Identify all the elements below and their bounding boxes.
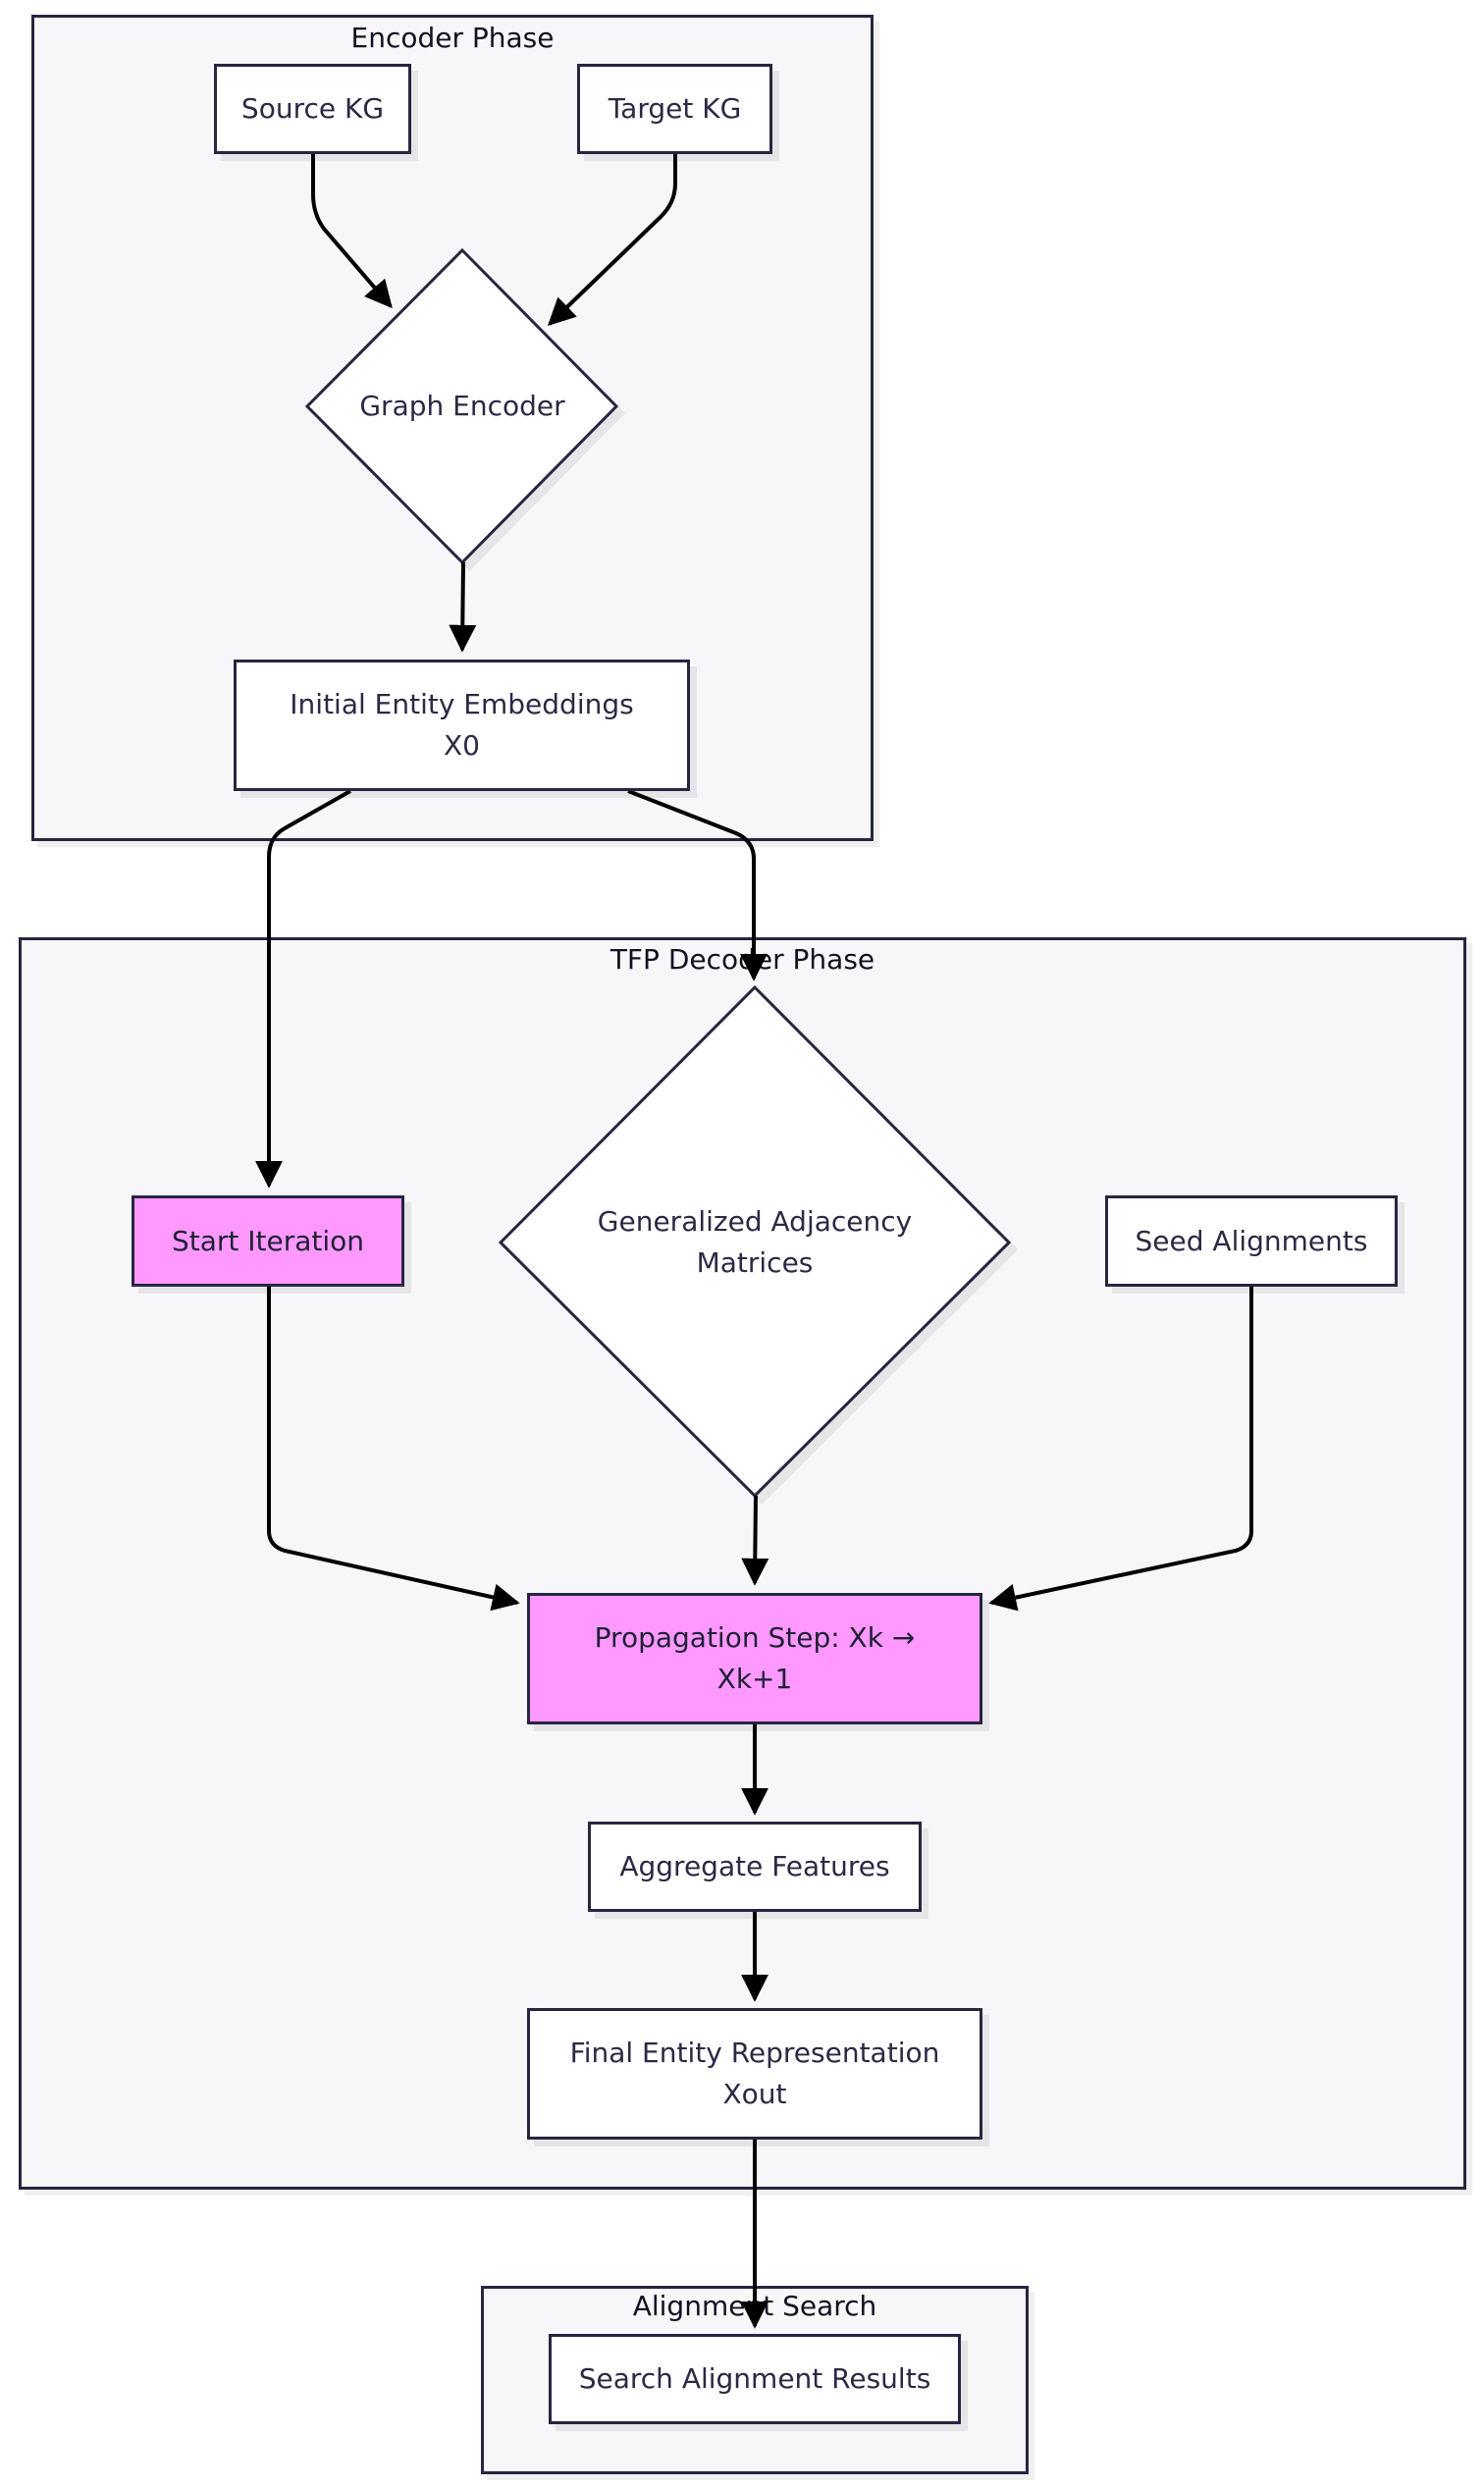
propagation-step-node[interactable]: Propagation Step: Xk → Xk+1 — [527, 1593, 982, 1724]
search-results-label: Search Alignment Results — [578, 2362, 931, 2395]
target-kg-label: Target KG — [608, 92, 742, 125]
final-representation-line2: Xout — [722, 2078, 787, 2110]
start-iteration-label: Start Iteration — [171, 1224, 365, 1257]
seed-alignments-label: Seed Alignments — [1135, 1224, 1368, 1257]
edge-start-to-propagation — [267, 1287, 520, 1612]
seed-alignments-node[interactable]: Seed Alignments — [1105, 1195, 1398, 1287]
aggregate-features-label: Aggregate Features — [619, 1850, 890, 1882]
propagation-step-line2: Xk+1 — [716, 1663, 793, 1695]
edge-encoder-to-embeddings — [449, 561, 477, 653]
initial-embeddings-node[interactable]: Initial Entity Embeddings X0 — [234, 660, 690, 791]
start-iteration-node[interactable]: Start Iteration — [132, 1195, 404, 1287]
source-kg-node[interactable]: Source KG — [214, 64, 411, 154]
initial-embeddings-line1: Initial Entity Embeddings — [290, 688, 634, 720]
propagation-step-line1: Propagation Step: Xk → — [594, 1621, 916, 1654]
edge-target-to-encoder — [547, 154, 677, 326]
adjacency-label: Generalized Adjacency Matrices — [550, 1198, 960, 1287]
edge-embeddings-to-start — [255, 789, 351, 1189]
source-kg-label: Source KG — [240, 92, 385, 125]
adjacency-label-line1: Generalized Adjacency — [597, 1205, 913, 1238]
adjacency-label-line2: Matrices — [696, 1246, 814, 1279]
encoder-phase-title: Encoder Phase — [350, 22, 555, 54]
edge-embeddings-to-adjacency — [627, 789, 768, 981]
edge-adjacency-to-propagation — [741, 1495, 769, 1586]
edge-source-to-encoder — [311, 154, 393, 309]
initial-embeddings-line2: X0 — [444, 729, 480, 762]
search-results-node[interactable]: Search Alignment Results — [549, 2334, 961, 2424]
graph-encoder-label: Graph Encoder — [359, 390, 565, 422]
aggregate-features-node[interactable]: Aggregate Features — [588, 1822, 922, 1912]
edge-seed-to-propagation — [988, 1287, 1253, 1612]
target-kg-node[interactable]: Target KG — [577, 64, 772, 154]
final-representation-node[interactable]: Final Entity Representation Xout — [527, 2008, 982, 2140]
final-representation-line1: Final Entity Representation — [569, 2037, 940, 2069]
